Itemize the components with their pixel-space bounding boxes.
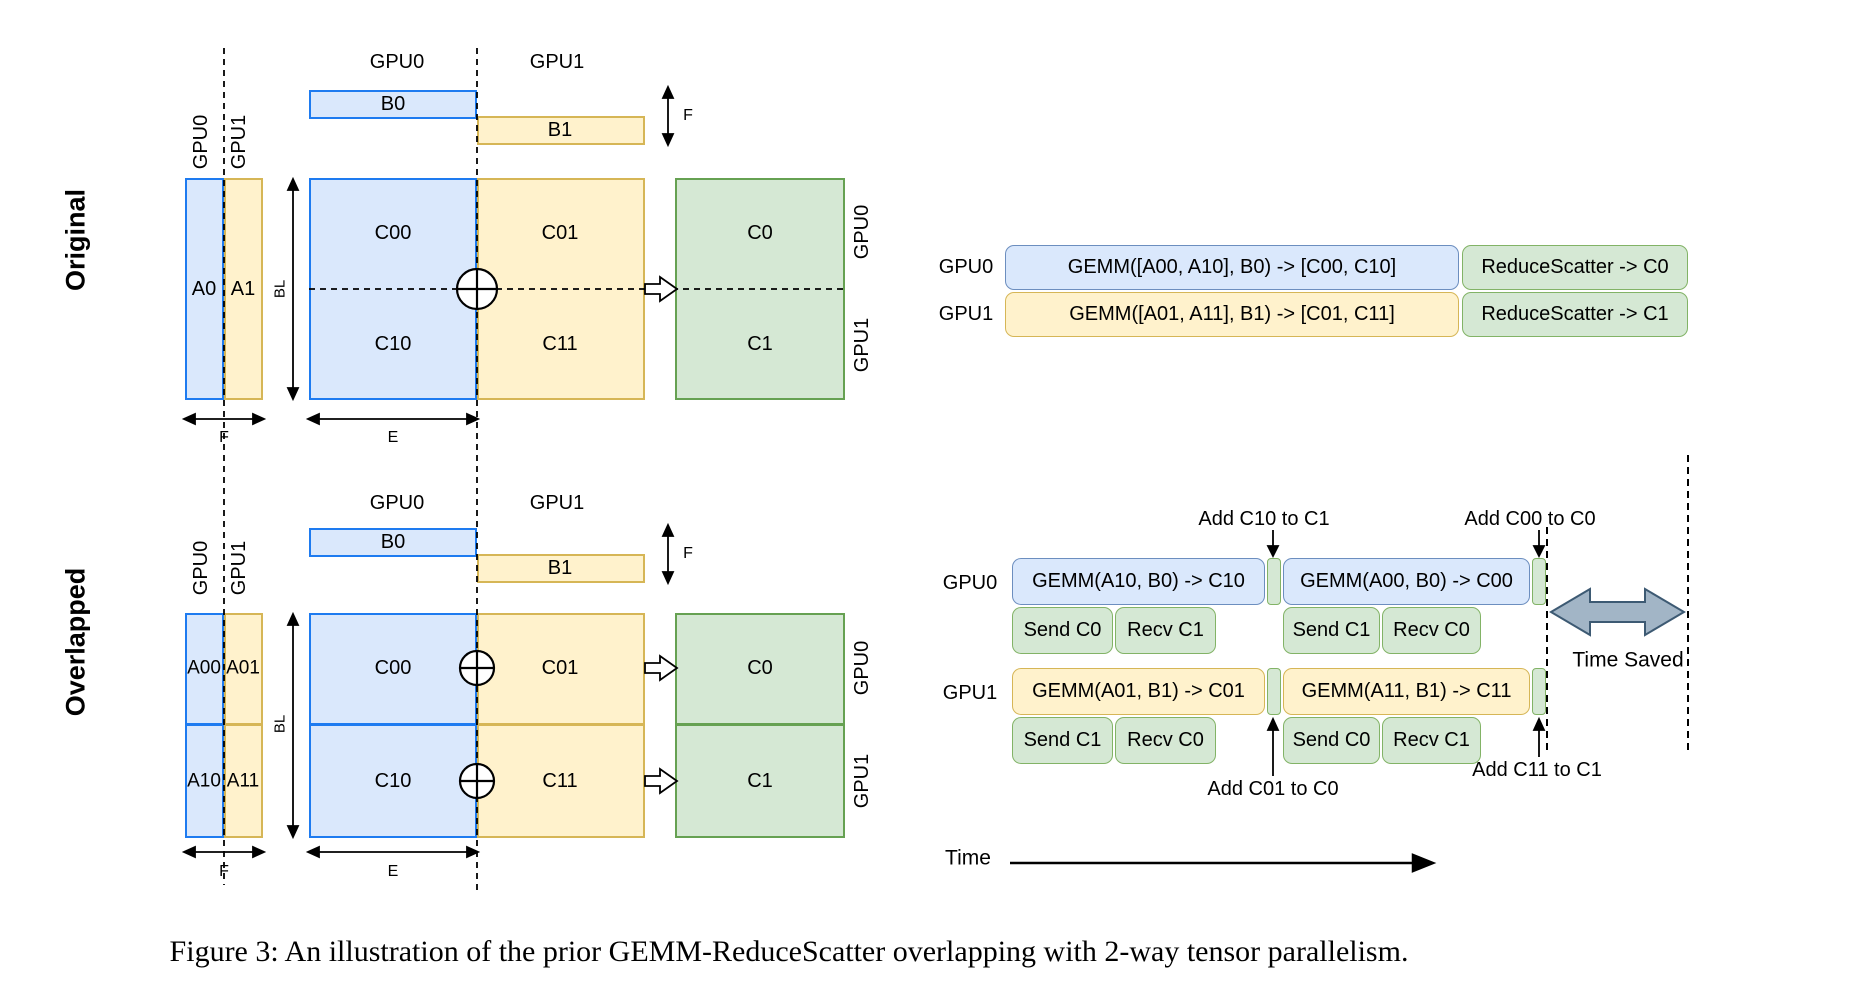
overlapped-c10-block bbox=[309, 724, 477, 838]
original-f-dim-bottom: F bbox=[219, 429, 229, 446]
time-axis-label: Time bbox=[945, 846, 991, 870]
original-c10-label: C10 bbox=[374, 333, 412, 355]
timeline2-gpu0-send-c1: Send C1 bbox=[1283, 607, 1380, 654]
original-out-gpu1: GPU1 bbox=[851, 317, 873, 373]
overlapped-b1-block bbox=[477, 554, 645, 583]
overlapped-c11-label: C11 bbox=[542, 770, 578, 792]
timeline1-gpu1-reducescatter: ReduceScatter -> C1 bbox=[1462, 292, 1688, 337]
timeline2-gpu0-recv-c0: Recv C0 bbox=[1382, 607, 1481, 654]
annotation-add-c00: Add C00 to C0 bbox=[1464, 508, 1596, 530]
overlapped-c0-output-block bbox=[675, 613, 845, 725]
timeline1-gpu0-gemm: GEMM([A00, A10], B0) -> [C00, C10] bbox=[1005, 245, 1459, 290]
original-c01-label: C01 bbox=[541, 222, 579, 244]
overlapped-a-col-gpu0: GPU0 bbox=[190, 540, 212, 596]
overlapped-c10-label: C10 bbox=[374, 770, 412, 792]
timeline2-gpu1-label: GPU1 bbox=[942, 682, 998, 704]
original-a1-block bbox=[224, 178, 263, 400]
overlapped-col-header-gpu0: GPU0 bbox=[369, 492, 425, 514]
original-a0-label: A0 bbox=[191, 278, 217, 300]
overlapped-e-dim: E bbox=[387, 863, 399, 880]
timeline1-gpu0-reducescatter: ReduceScatter -> C0 bbox=[1462, 245, 1688, 290]
original-c00-label: C00 bbox=[374, 222, 412, 244]
overlapped-c01-label: C01 bbox=[541, 657, 579, 679]
timeline2-gpu0-recv-c1: Recv C1 bbox=[1115, 607, 1216, 654]
original-b1-block bbox=[477, 116, 645, 145]
overlapped-out-gpu0: GPU0 bbox=[851, 640, 873, 696]
original-b0-label: B0 bbox=[380, 93, 406, 115]
overlapped-b0-block bbox=[309, 528, 477, 557]
overlapped-row-label: Overlapped bbox=[60, 567, 91, 717]
timeline2-gpu1-send-c1: Send C1 bbox=[1012, 717, 1113, 764]
timeline2-gpu1-gemm1: GEMM(A01, B1) -> C01 bbox=[1012, 668, 1265, 715]
original-f-dim-right: F bbox=[683, 107, 693, 124]
original-out-gpu0: GPU0 bbox=[851, 204, 873, 260]
original-row-label: Original bbox=[60, 188, 91, 292]
annotation-add-c10: Add C10 to C1 bbox=[1198, 508, 1330, 530]
overlapped-a11-block bbox=[224, 724, 263, 838]
overlapped-c1-label: C1 bbox=[747, 770, 773, 792]
timeline2-gpu1-send-c0: Send C0 bbox=[1283, 717, 1380, 764]
timeline2-gpu1-recv-c1: Recv C1 bbox=[1382, 717, 1481, 764]
overlapped-f-dim-right: F bbox=[683, 545, 693, 562]
original-a1-label: A1 bbox=[230, 278, 256, 300]
overlapped-f-dim-bottom: F bbox=[219, 863, 229, 880]
original-c0-label: C0 bbox=[747, 222, 773, 244]
timeline2-gpu1-recv-c0: Recv C0 bbox=[1115, 717, 1216, 764]
overlapped-c1-output-block bbox=[675, 724, 845, 838]
overlapped-b1-label: B1 bbox=[547, 557, 573, 579]
timeline2-gpu0-gemm2: GEMM(A00, B0) -> C00 bbox=[1283, 558, 1530, 605]
timeline2-gpu1-gemm2: GEMM(A11, B1) -> C11 bbox=[1283, 668, 1530, 715]
timeline2-gpu1-add-sliver1 bbox=[1267, 668, 1281, 715]
overlapped-a-col-gpu1: GPU1 bbox=[228, 540, 250, 596]
overlapped-bl-dim: BL bbox=[271, 714, 289, 734]
overlapped-a01-block bbox=[224, 613, 263, 725]
overlapped-out-gpu1: GPU1 bbox=[851, 753, 873, 809]
overlapped-col-header-gpu1: GPU1 bbox=[529, 492, 585, 514]
overlapped-b0-label: B0 bbox=[380, 531, 406, 553]
original-b1-label: B1 bbox=[547, 119, 573, 141]
original-col-header-gpu1: GPU1 bbox=[529, 51, 585, 73]
timeline2-gpu0-add-sliver1 bbox=[1267, 558, 1281, 605]
timeline1-gpu0-label: GPU0 bbox=[938, 256, 994, 278]
overlapped-c00-label: C00 bbox=[374, 657, 412, 679]
timeline2-gpu0-send-c0: Send C0 bbox=[1012, 607, 1113, 654]
timeline2-gpu1-add-sliver2 bbox=[1532, 668, 1546, 715]
overlapped-a01-label: A01 bbox=[226, 657, 260, 679]
overlapped-c11-block bbox=[477, 724, 645, 838]
annotation-add-c01: Add C01 to C0 bbox=[1207, 778, 1339, 800]
original-e-dim: E bbox=[387, 429, 399, 446]
timeline2-gpu0-add-sliver2 bbox=[1532, 558, 1546, 605]
time-saved-label: Time Saved bbox=[1572, 648, 1684, 672]
original-b0-block bbox=[309, 90, 477, 119]
original-a-col-gpu0: GPU0 bbox=[190, 114, 212, 170]
original-bl-dim: BL bbox=[271, 279, 289, 299]
original-a-col-gpu1: GPU1 bbox=[228, 114, 250, 170]
timeline1-gpu1-label: GPU1 bbox=[938, 303, 994, 325]
original-c1-label: C1 bbox=[747, 333, 773, 355]
overlapped-a10-label: A10 bbox=[187, 770, 221, 792]
original-a0-block bbox=[185, 178, 224, 400]
annotation-add-c11: Add C11 to C1 bbox=[1472, 759, 1602, 781]
timeline1-gpu1-gemm: GEMM([A01, A11], B1) -> [C01, C11] bbox=[1005, 292, 1459, 337]
timeline2-gpu0-gemm1: GEMM(A10, B0) -> C10 bbox=[1012, 558, 1265, 605]
overlapped-a00-block bbox=[185, 613, 224, 725]
overlapped-a10-block bbox=[185, 724, 224, 838]
overlapped-a00-label: A00 bbox=[187, 657, 221, 679]
original-col-header-gpu0: GPU0 bbox=[369, 51, 425, 73]
figure-caption: Figure 3: An illustration of the prior G… bbox=[169, 935, 1409, 968]
overlapped-a11-label: A11 bbox=[226, 770, 260, 792]
timeline2-gpu0-label: GPU0 bbox=[942, 572, 998, 594]
original-c11-label: C11 bbox=[542, 333, 578, 355]
overlapped-c0-label: C0 bbox=[747, 657, 773, 679]
